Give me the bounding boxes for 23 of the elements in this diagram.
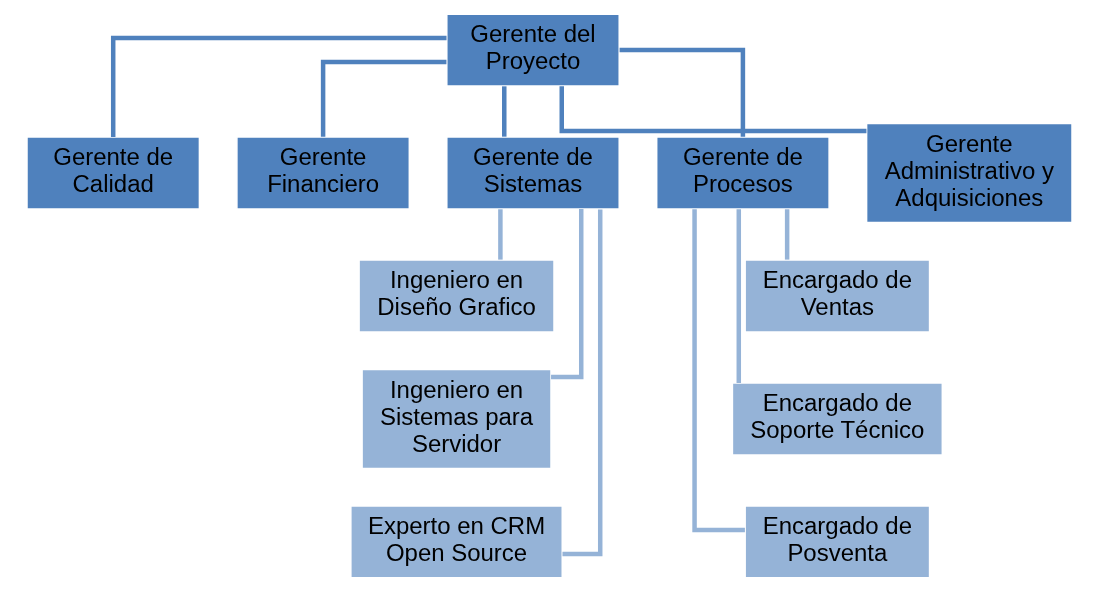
node-box: Gerente de Procesos bbox=[655, 136, 830, 210]
node-box: Encargado de Ventas bbox=[744, 259, 931, 333]
connector bbox=[502, 86, 507, 137]
node-box: Gerente Financiero bbox=[236, 136, 411, 210]
connector bbox=[562, 209, 603, 557]
node-box: Experto en CRM Open Source bbox=[350, 505, 563, 579]
connector bbox=[784, 209, 790, 260]
connector bbox=[736, 209, 742, 383]
connector bbox=[320, 59, 447, 137]
node-box: Encargado de Soporte Técnico bbox=[731, 382, 944, 456]
connector bbox=[110, 35, 447, 137]
node-box: Gerente Administrativo y Adquisiciones bbox=[865, 122, 1073, 224]
node-box: Ingeniero en Diseño Grafico bbox=[358, 259, 555, 333]
connector bbox=[551, 209, 584, 380]
node-box: Ingeniero en Sistemas para Servidor bbox=[361, 368, 552, 470]
connector bbox=[692, 209, 745, 533]
node-box: Gerente de Calidad bbox=[26, 136, 201, 210]
connector bbox=[559, 86, 867, 134]
node-box: Gerente del Proyecto bbox=[446, 13, 620, 87]
connector bbox=[619, 47, 746, 137]
node-box: Gerente de Sistemas bbox=[446, 136, 620, 210]
node-box: Encargado de Posventa bbox=[744, 505, 931, 579]
connector bbox=[498, 209, 503, 260]
